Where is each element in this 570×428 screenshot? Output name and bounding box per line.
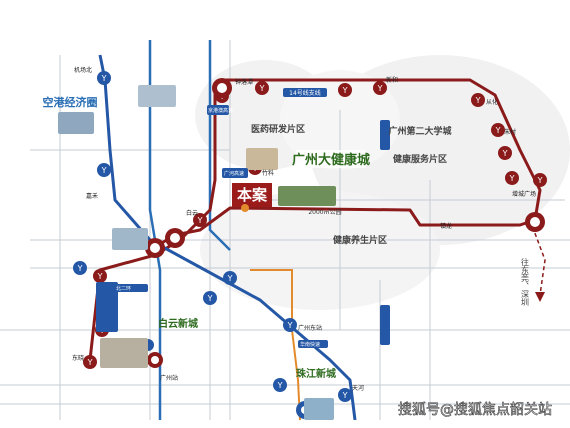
station-baiyun: 白云 (186, 209, 198, 217)
svg-text:Y: Y (77, 264, 83, 273)
target-headline: 本案 (237, 186, 268, 204)
svg-text:Y: Y (259, 84, 265, 93)
zone-zhujiang-new-city: 珠江新城 (296, 367, 336, 380)
station-xinhe: 新和 (386, 76, 398, 84)
zone-airport: 空港经济圈 (43, 95, 98, 109)
line-label: 14号线支线 (289, 89, 321, 97)
station-labels: 机场北 嘉禾 钟落潭 竹料 白云 广州东站 从化 朱村 增城广场 新和 广州站 … (72, 66, 536, 392)
station-conghua: 从化 (486, 98, 498, 106)
label-chips (96, 88, 390, 348)
svg-text:Y: Y (495, 126, 501, 135)
road-jingzhu: 京港澳高速 (208, 107, 233, 114)
station-zhucun: 朱村 (504, 128, 516, 136)
svg-text:Y: Y (197, 216, 203, 225)
blue-metro-line (98, 54, 357, 421)
station-guangzhou: 广州站 (160, 374, 178, 382)
svg-text:Y: Y (342, 86, 348, 95)
zone-baiyun-new-city: 白云新城 (158, 317, 198, 330)
station-markers: Y Y Y Y Y Y Y Y Y Y Y Y Y Y Y Y Y Y Y Y … (73, 71, 547, 419)
station-zhuliang: 竹料 (262, 169, 274, 177)
station-airport: 机场北 (74, 66, 92, 74)
svg-text:Y: Y (342, 391, 348, 400)
road-guanghe: 广河高速 (224, 170, 244, 177)
direction-arrow (529, 219, 546, 296)
park-area-label: 2000㎡公园 (308, 208, 341, 216)
station-jiahe: 嘉禾 (86, 192, 98, 200)
svg-text:Y: Y (227, 274, 233, 283)
svg-text:Y: Y (509, 174, 515, 183)
district-title-bg (296, 150, 366, 168)
svg-text:Y: Y (502, 149, 508, 158)
target-marker (232, 183, 272, 212)
zone-wellness: 健康养生片区 (333, 234, 387, 246)
svg-text:Y: Y (101, 74, 107, 83)
photo-thumbnails (58, 85, 336, 420)
svg-text:Y: Y (277, 381, 283, 390)
station-zhenlong: 镇龙 (440, 222, 452, 230)
svg-text:Y: Y (377, 84, 383, 93)
district-title: 广州大健康城 (292, 152, 370, 168)
direction-arrowhead (535, 292, 545, 302)
svg-text:Y: Y (287, 321, 293, 330)
watermark-text: 搜狐号@搜狐焦点韶关站 (398, 402, 552, 418)
zone-medical: 医药研发片区 (251, 123, 305, 135)
svg-text:Y: Y (475, 96, 481, 105)
svg-text:Y: Y (97, 272, 103, 281)
station-zengcheng: 增城广场 (512, 190, 536, 198)
station-guangzhou-east: 广州东站 (298, 324, 322, 332)
svg-text:Y: Y (101, 166, 107, 175)
svg-text:Y: Y (87, 358, 93, 367)
svg-text:Y: Y (537, 176, 543, 185)
zone-university: 广州第二大学城 (388, 125, 451, 137)
road-labels: 北二环 京港澳高速 广河高速 华南快速 (116, 107, 320, 348)
station-zhongluotan: 钟落潭 (235, 78, 253, 86)
station-dongxiao: 东晓 (72, 354, 84, 362)
svg-text:Y: Y (207, 294, 213, 303)
direction-label: 往东莞、深圳 (521, 257, 530, 307)
red-metro-line (88, 78, 542, 361)
station-tianhe: 天河 (352, 384, 364, 392)
zone-health-service: 健康服务片区 (393, 153, 447, 165)
road-north-ring: 北二环 (116, 285, 131, 292)
road-huadu: 华南快速 (300, 341, 320, 348)
